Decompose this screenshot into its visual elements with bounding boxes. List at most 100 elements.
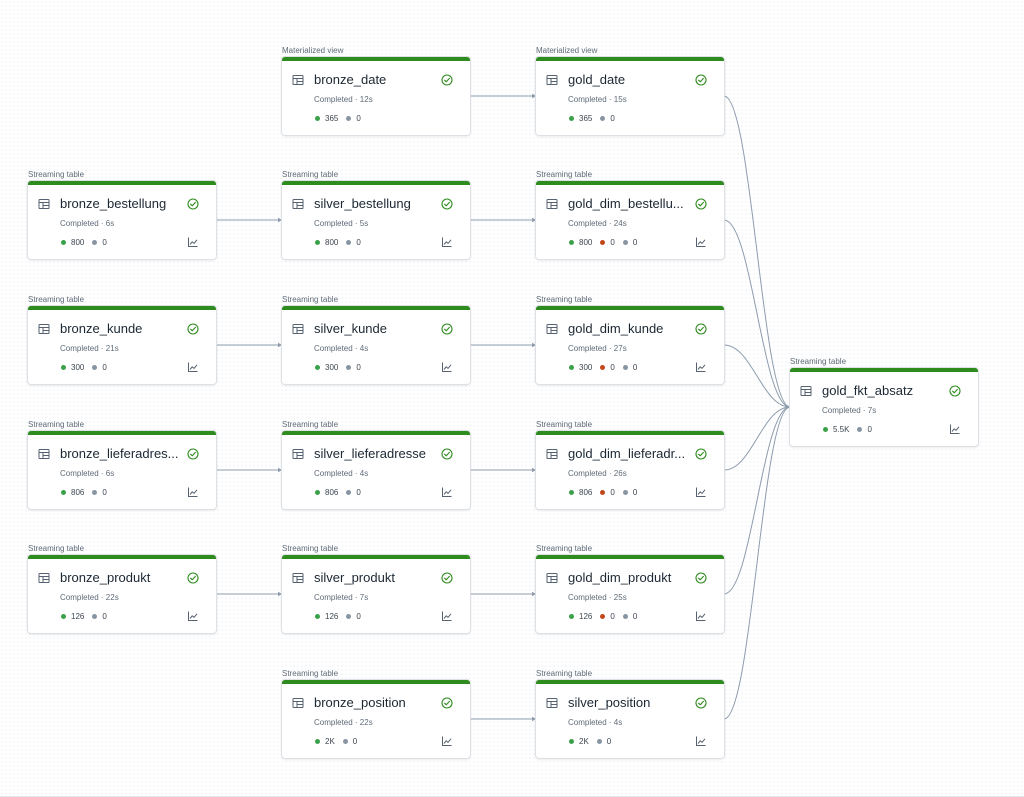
metric-value: 300 (325, 362, 339, 372)
line-chart-icon[interactable] (695, 361, 707, 373)
line-chart-icon[interactable] (187, 236, 199, 248)
table-icon (38, 449, 50, 459)
metric-value: 800 (325, 237, 339, 247)
line-chart-icon[interactable] (949, 423, 961, 435)
metric-dot (92, 613, 98, 619)
node-type-label: Streaming table (28, 295, 85, 304)
metric-value: 0 (356, 237, 361, 247)
node-status: Completed · 7s (822, 406, 877, 415)
metric-value: 0 (102, 611, 107, 621)
line-chart-icon[interactable] (441, 486, 453, 498)
metric-dot (346, 613, 352, 619)
metric-value: 126 (71, 611, 85, 621)
node-status: Completed · 4s (314, 344, 369, 353)
node-name: gold_dim_produkt (568, 570, 672, 585)
line-chart-icon[interactable] (695, 236, 707, 248)
table-icon (546, 449, 558, 459)
line-chart-icon[interactable] (441, 735, 453, 747)
metric-dot (600, 115, 606, 121)
metric-gray: 0 (622, 488, 637, 497)
metric-dot (61, 239, 66, 245)
node-status: Completed · 22s (60, 593, 119, 602)
line-chart-icon[interactable] (695, 610, 707, 622)
metric-dot (315, 239, 320, 245)
table-icon (546, 324, 558, 334)
metric-dot (61, 489, 66, 495)
metric-dot (346, 364, 352, 370)
node-name: bronze_bestellung (60, 196, 167, 211)
metric-value: 0 (102, 237, 107, 247)
line-chart-icon[interactable] (187, 486, 199, 498)
line-chart-icon[interactable] (441, 361, 453, 373)
metric-gray: 0 (857, 425, 872, 434)
metric-value: 0 (356, 611, 361, 621)
metric-green: 800 (569, 238, 592, 247)
table-icon (546, 75, 558, 85)
node-status: Completed · 7s (314, 593, 369, 602)
node-name: gold_dim_bestellu... (568, 196, 684, 211)
node-metrics: 126 0 (61, 611, 107, 621)
metric-dot (857, 426, 863, 432)
line-chart-icon[interactable] (187, 610, 199, 622)
metric-value: 0 (632, 611, 638, 621)
metric-gray: 0 (92, 611, 107, 621)
check-circle-icon (187, 572, 199, 584)
metric-value: 2K (325, 736, 335, 746)
metric-dot (823, 426, 828, 432)
line-chart-icon[interactable] (187, 361, 199, 373)
line-chart-icon[interactable] (441, 610, 453, 622)
node-type-label: Streaming table (282, 669, 339, 678)
line-chart-icon[interactable] (695, 735, 707, 747)
node-name: gold_dim_kunde (568, 321, 664, 336)
metric-value: 2K (579, 736, 589, 746)
node-type-label: Streaming table (28, 170, 85, 179)
node-status: Completed · 6s (60, 469, 115, 478)
table-icon (38, 199, 50, 209)
node-type-label: Materialized view (282, 46, 344, 55)
node-type-label: Streaming table (282, 420, 339, 429)
metric-value: 0 (356, 487, 361, 497)
node-status: Completed · 21s (60, 344, 119, 353)
check-circle-icon (441, 572, 453, 584)
metric-dot (569, 613, 574, 619)
metric-dot (61, 364, 66, 370)
metric-value: 365 (579, 113, 593, 123)
metric-dot (92, 489, 98, 495)
metric-value: 0 (102, 487, 107, 497)
node-name: gold_date (568, 72, 626, 87)
check-circle-icon (695, 448, 707, 460)
node-type-label: Streaming table (282, 295, 339, 304)
node-status: Completed · 27s (568, 344, 627, 353)
metric-dot (622, 364, 628, 370)
line-chart-icon[interactable] (695, 486, 707, 498)
metric-green: 126 (315, 612, 338, 621)
check-circle-icon (441, 323, 453, 335)
line-chart-icon[interactable] (441, 236, 453, 248)
metric-value: 365 (325, 113, 339, 123)
metric-gray: 0 (600, 114, 615, 123)
